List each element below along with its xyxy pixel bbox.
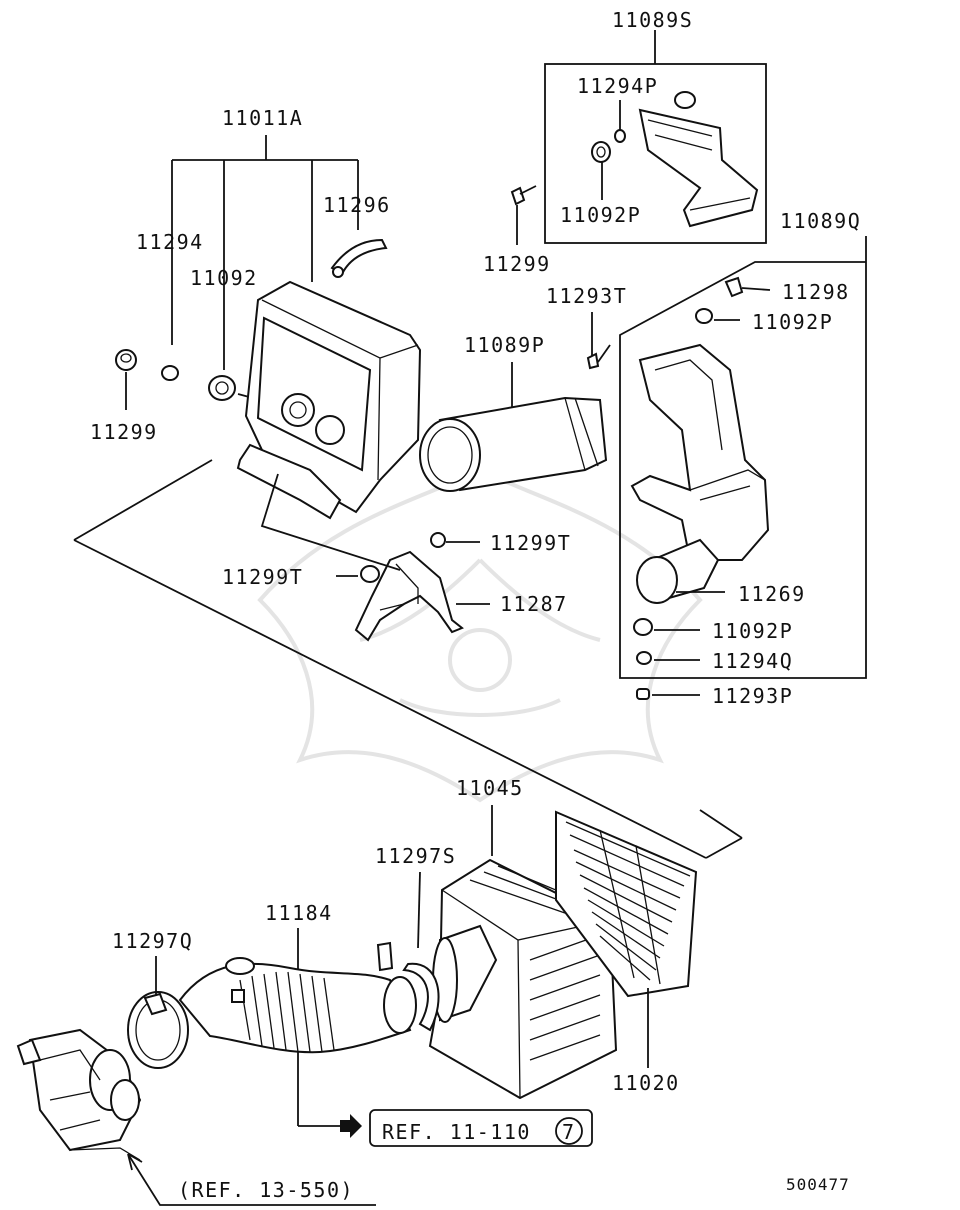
callout-11092P-c: 11092P <box>712 619 793 643</box>
diagram-number: 500477 <box>786 1175 850 1194</box>
callout-11298: 11298 <box>782 280 850 304</box>
reference-13-550: (REF. 13-550) <box>127 1153 376 1206</box>
air-filter-element: 11020 <box>555 810 698 1095</box>
callout-11089P: 11089P <box>464 333 545 357</box>
ref-13-550-text: (REF. 13-550) <box>178 1178 354 1202</box>
clip-11293P: 11293P <box>636 684 793 708</box>
clip-11293T: 11293T <box>546 284 627 370</box>
callout-11269: 11269 <box>738 582 806 606</box>
callout-11184: 11184 <box>265 901 333 925</box>
callout-11092: 11092 <box>190 266 258 290</box>
callout-11297S: 11297S <box>375 844 456 868</box>
ref-11-110-index: 7 <box>562 1120 576 1144</box>
callout-11294P: 11294P <box>577 74 658 98</box>
callout-11020: 11020 <box>612 1071 680 1095</box>
watermark-emblem <box>257 467 703 803</box>
arrow-right-icon <box>340 1114 362 1138</box>
callout-11299T-a: 11299T <box>490 531 571 555</box>
resonator-kit-box: 11089S 11294P 11092P <box>544 8 767 244</box>
callout-11294: 11294 <box>136 230 204 254</box>
bracket-11287: 11299T 11299T 11287 <box>222 531 571 642</box>
reference-11-110: REF. 11-110 7 <box>340 1109 593 1147</box>
callout-11045: 11045 <box>456 776 524 800</box>
assembly-outline <box>73 459 743 859</box>
ref-11-110-text: REF. 11-110 <box>382 1120 531 1144</box>
callout-11092P-b: 11092P <box>752 310 833 334</box>
callout-11299-a: 11299 <box>483 252 551 276</box>
air-intake-duct: 11089P <box>419 333 608 492</box>
callout-11297Q: 11297Q <box>112 929 193 953</box>
callout-11089Q: 11089Q <box>780 209 861 233</box>
callout-11293T: 11293T <box>546 284 627 308</box>
throttle-body <box>16 1028 142 1161</box>
air-cleaner-case-upper: 11011A 11296 11294 11092 11299 <box>90 106 422 520</box>
bolt-11299-top: 11299 <box>483 185 551 276</box>
callout-11011A: 11011A <box>222 106 303 130</box>
intake-duct-kit-box: 11089Q 11298 11092P 11269 11092P 11294Q <box>619 209 867 679</box>
callout-11293P: 11293P <box>712 684 793 708</box>
callout-11294Q: 11294Q <box>712 649 793 673</box>
callout-11092P-a: 11092P <box>560 203 641 227</box>
callout-11089S: 11089S <box>612 8 693 32</box>
callout-11299T-b: 11299T <box>222 565 303 589</box>
callout-11299-b: 11299 <box>90 420 158 444</box>
intake-hose: 11184 <box>127 901 440 1127</box>
callout-11287: 11287 <box>500 592 568 616</box>
callout-11296: 11296 <box>323 193 391 217</box>
